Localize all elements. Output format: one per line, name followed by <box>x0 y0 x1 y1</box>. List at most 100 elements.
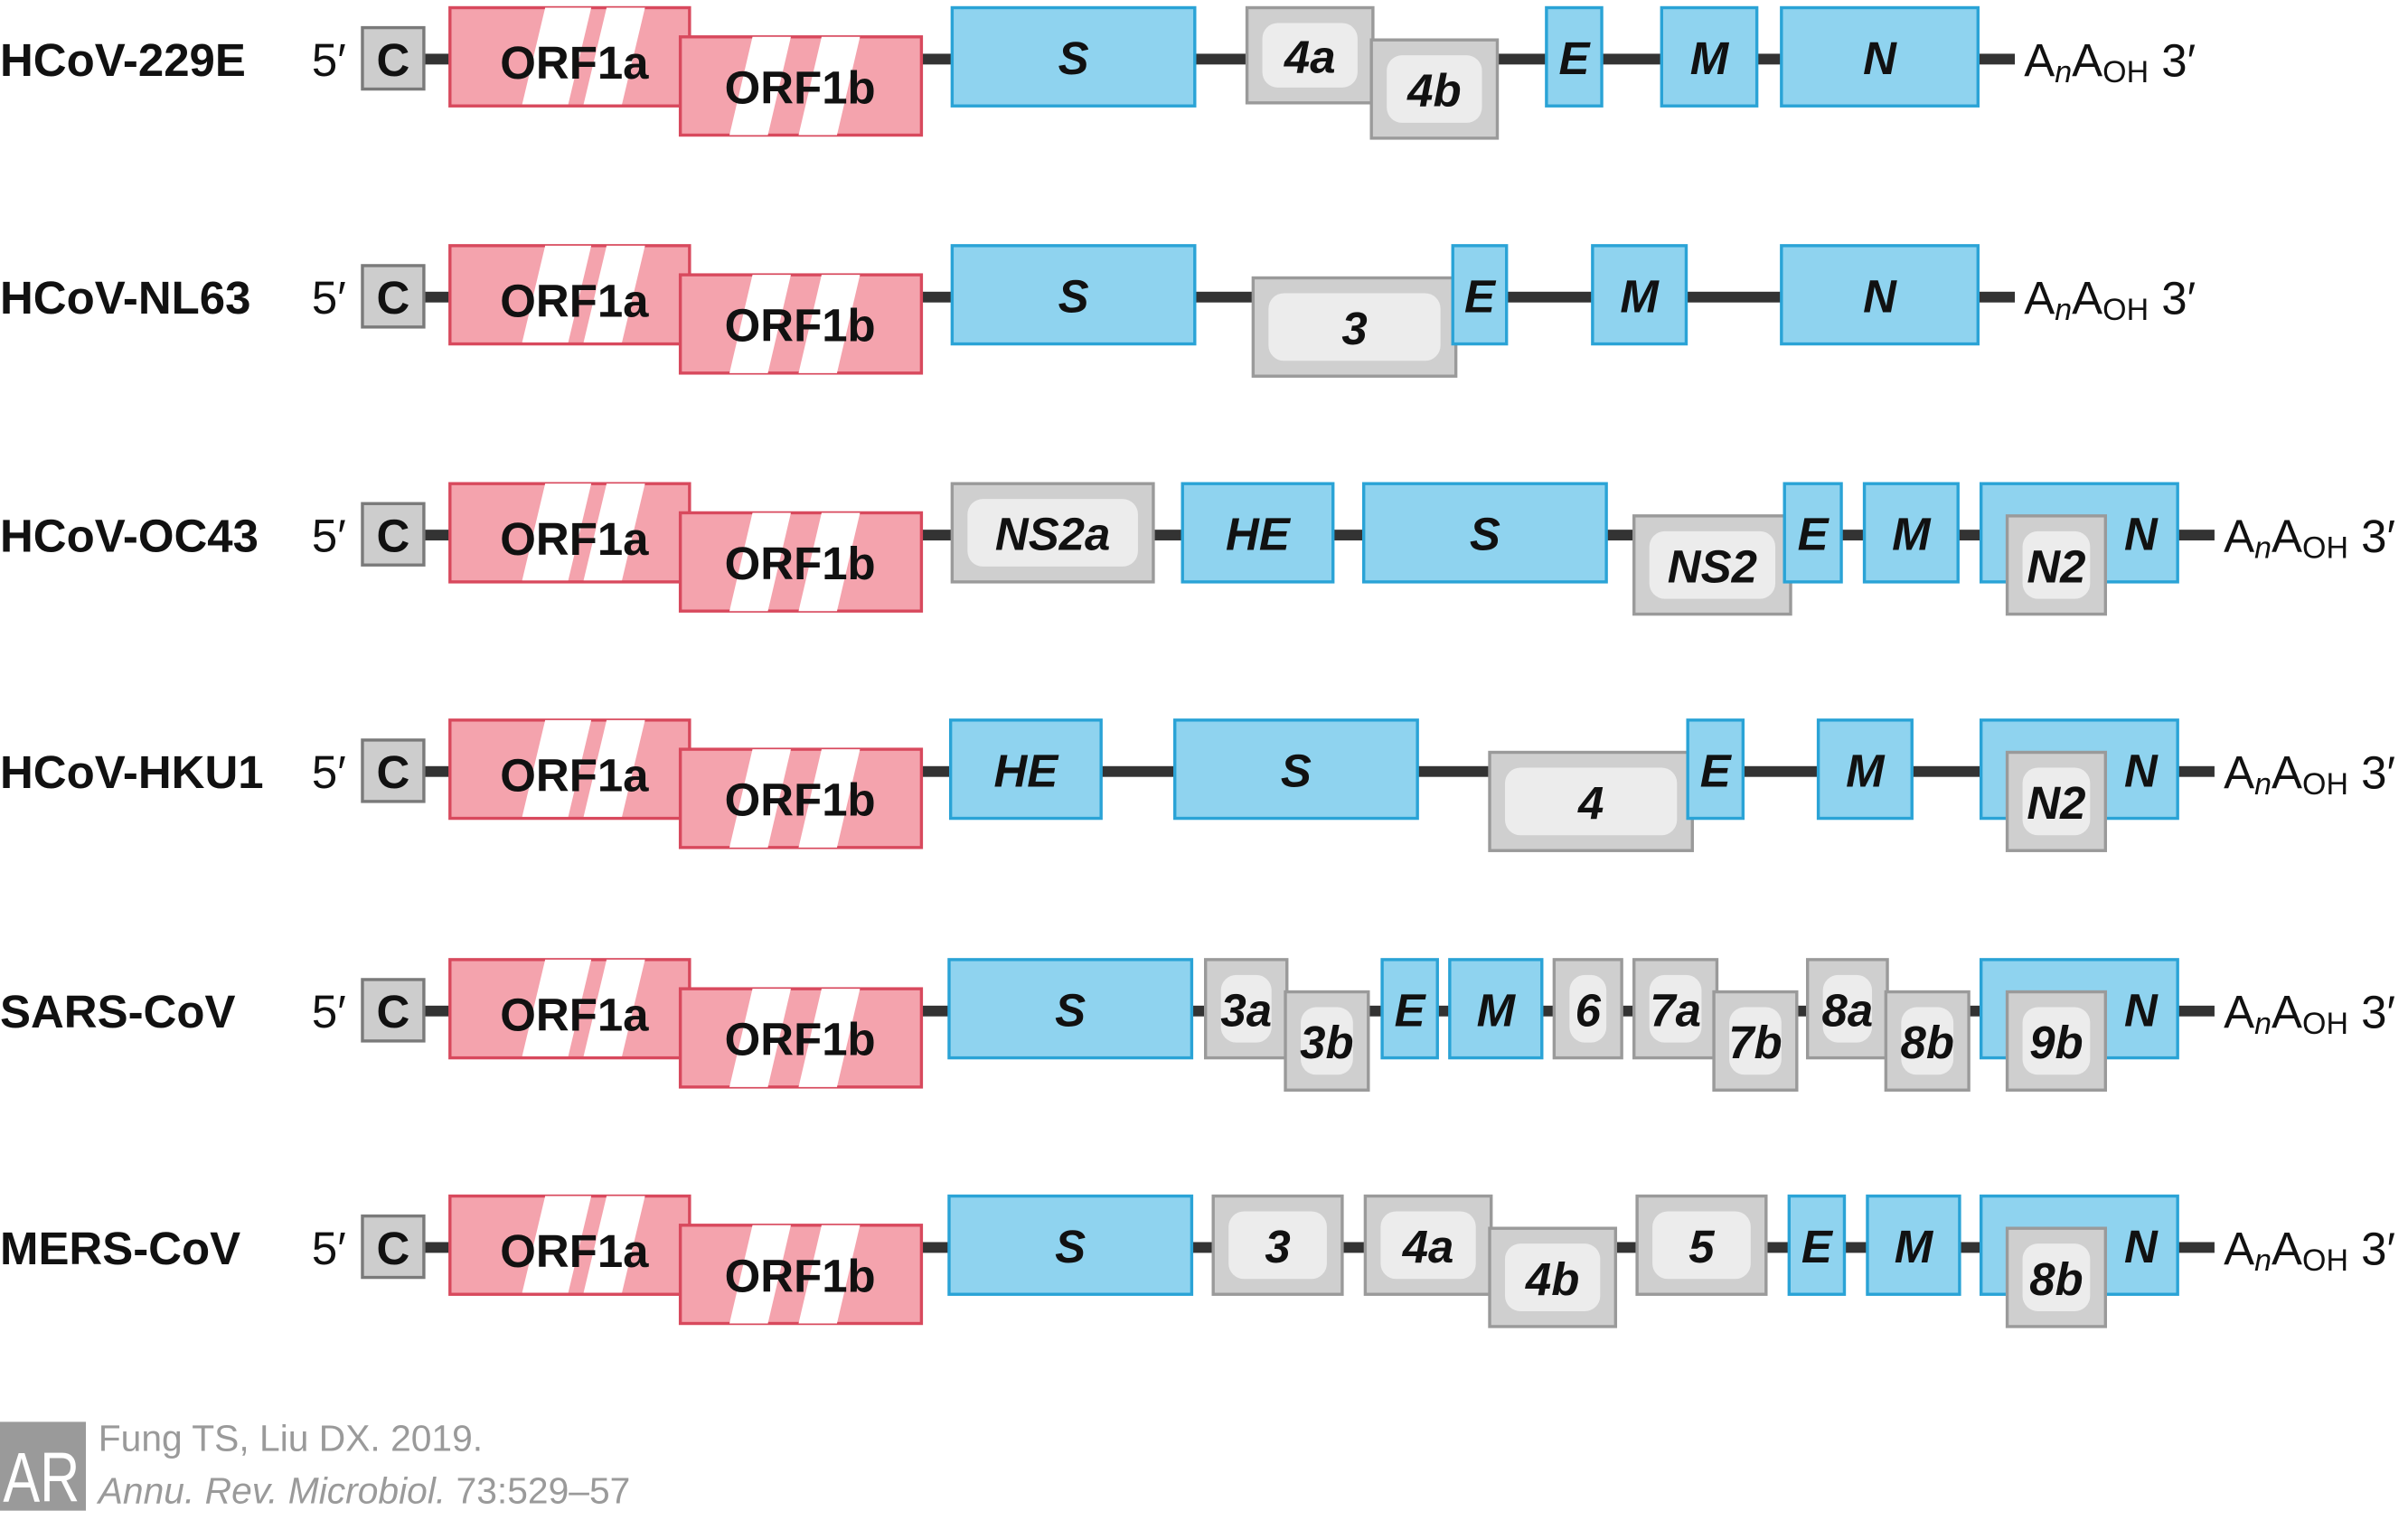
gene-m-box: M <box>1660 5 1759 108</box>
orf-stripe <box>798 275 861 373</box>
three-prime-tail: AnAOH 3′ <box>2024 272 2196 327</box>
three-prime-tail: AnAOH 3′ <box>2224 510 2395 565</box>
gene-label: 4b <box>1525 1253 1579 1305</box>
gene-label: 4a <box>1402 1221 1454 1272</box>
orf-stripe <box>583 483 645 581</box>
gene-label: 3 <box>1341 303 1367 354</box>
orf1b-rect <box>678 987 924 1089</box>
gene-label: 7a <box>1650 984 1701 1036</box>
tail-part: 3′ <box>2348 510 2395 561</box>
structural-gene-rect <box>1361 482 1608 584</box>
tail-part: A <box>2224 510 2254 561</box>
tail-part: A <box>2072 272 2102 324</box>
tail-part: A <box>2272 986 2302 1037</box>
orf1b-label: ORF1b <box>725 774 876 826</box>
leader-box <box>361 738 426 803</box>
orf-stripe <box>798 512 861 612</box>
structural-gene-rect <box>950 5 1197 108</box>
accessory-gene-inner <box>1649 974 1702 1043</box>
gene-label: N2 <box>2027 777 2085 829</box>
gene-label: 7b <box>1728 1017 1782 1068</box>
gene-e-box: E <box>1545 5 1604 108</box>
structural-gene-rect <box>1591 244 1688 346</box>
virus-name: HCoV-229E <box>0 34 246 86</box>
tail-part: n <box>2055 293 2072 327</box>
gene-8b-box: 8b <box>1884 990 1971 1092</box>
tail-part: A <box>2224 746 2254 798</box>
structural-gene-rect <box>947 958 1194 1060</box>
tail-part: OH <box>2102 55 2149 89</box>
five-prime-label: 5′ <box>312 746 346 798</box>
accessory-gene-inner <box>1505 767 1678 836</box>
orf-stripe <box>729 275 791 373</box>
orf-stripe <box>583 1196 645 1293</box>
logo-background <box>0 1421 87 1511</box>
tail-part: OH <box>2302 531 2348 566</box>
five-prime-label: 5′ <box>312 34 346 86</box>
tail-part: 3′ <box>2149 272 2196 324</box>
citation: AR Fung TS, Liu DX. 2019. Annu. Rev. Mic… <box>0 1415 798 1520</box>
structural-gene-rect <box>950 244 1197 346</box>
gene-he-box: HE <box>948 718 1103 821</box>
structural-gene-rect <box>947 1194 1194 1296</box>
leader-label: C <box>377 1223 410 1274</box>
gene-label: E <box>1395 984 1427 1036</box>
structural-gene-rect <box>948 718 1103 821</box>
orf1b-box <box>678 1224 924 1326</box>
three-prime-tail: AnAOH 3′ <box>2024 34 2196 89</box>
gene-9b-box: 9b <box>2005 990 2108 1092</box>
gene-5-box: 5 <box>1635 1194 1768 1296</box>
tail-part: A <box>2024 34 2055 86</box>
gene-label: N <box>1863 270 1897 322</box>
accessory-gene-inner <box>1268 293 1441 361</box>
citation-authors: Fung TS, Liu DX. 2019. <box>98 1418 484 1460</box>
gene-n-box: N <box>1780 5 1980 108</box>
citation-pages: 73:529–57 <box>446 1470 631 1513</box>
gene-label: S <box>1058 270 1089 322</box>
gene-e-box: E <box>1380 958 1439 1060</box>
gene-label: NS2a <box>995 509 1110 560</box>
orf-stripe <box>583 959 645 1056</box>
orf1b-box <box>678 35 924 137</box>
accessory-gene-inner <box>2022 1243 2091 1311</box>
gene-label: M <box>1846 745 1886 796</box>
orf1a-label: ORF1a <box>500 276 649 327</box>
tail-part: 3′ <box>2348 746 2395 798</box>
five-prime-label: 5′ <box>312 986 346 1037</box>
citation-journal-line: Annu. Rev. Microbiol. 73:529–57 <box>99 1471 631 1515</box>
structural-gene-rect <box>1448 958 1544 1060</box>
gene-label: M <box>1895 1221 1934 1272</box>
tail-part: A <box>2224 1223 2254 1274</box>
tail-part: A <box>2224 986 2254 1037</box>
gene-label: N <box>2124 984 2159 1036</box>
gene-label: N <box>2124 1221 2159 1272</box>
citation-journal: Annu. Rev. Microbiol. <box>98 1470 447 1513</box>
accessory-gene-inner <box>1505 1243 1601 1311</box>
gene-label: S <box>1055 1221 1086 1272</box>
gene-8b-box: 8b <box>2005 1226 2108 1328</box>
orf1b-rect <box>678 273 924 375</box>
virus-name: SARS-CoV <box>0 986 235 1037</box>
gene-s-box: S <box>1361 482 1608 584</box>
gene-3-box: 3 <box>1251 276 1458 378</box>
gene-7a-box: 7a <box>1632 958 1719 1060</box>
logo-text: AR <box>3 1438 80 1511</box>
three-prime-tail: AnAOH 3′ <box>2224 746 2395 802</box>
gene-label: M <box>1477 984 1517 1036</box>
gene-label: N <box>2124 509 2159 560</box>
gene-label: 4b <box>1406 65 1461 117</box>
gene-label: M <box>1892 509 1932 560</box>
gene-label: M <box>1620 270 1660 322</box>
gene-label: E <box>1558 33 1591 84</box>
gene-4-box: 4 <box>1488 750 1694 852</box>
gene-label: 6 <box>1576 984 1602 1036</box>
orf-stripe <box>729 512 791 612</box>
tail-part: n <box>2055 55 2072 89</box>
accessory-gene-inner <box>1220 974 1272 1043</box>
